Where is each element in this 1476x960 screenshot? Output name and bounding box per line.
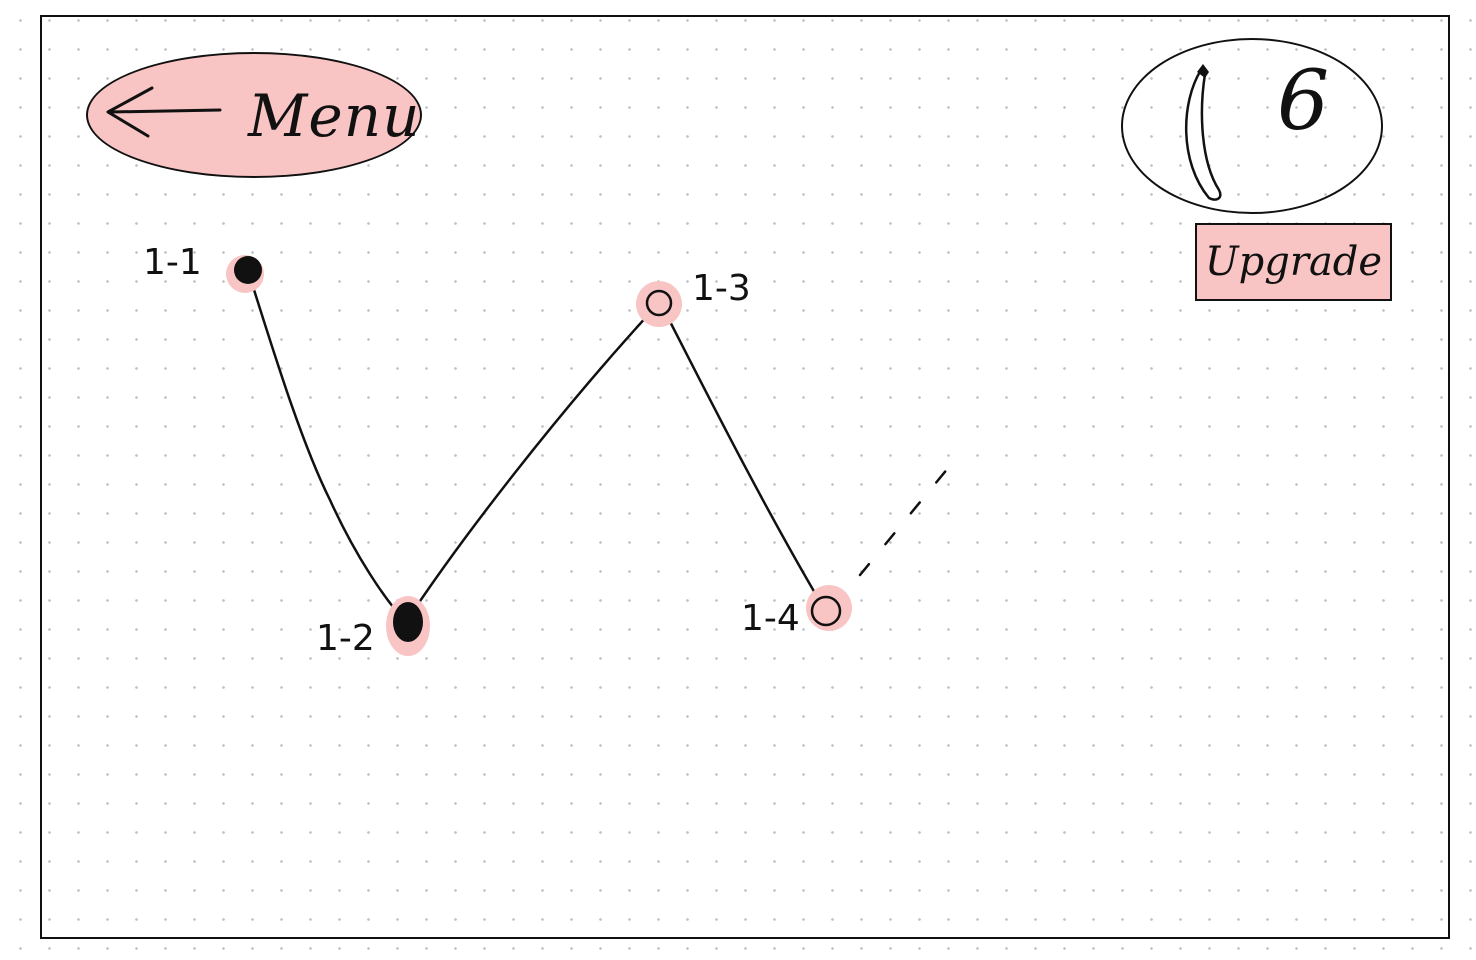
level-node-1-2[interactable] <box>386 596 430 656</box>
currency-value: 6 <box>1277 54 1330 149</box>
level-label-1-4: 1-4 <box>741 598 800 639</box>
level-node-1-4[interactable] <box>806 585 852 631</box>
menu-label: Menu <box>248 82 421 150</box>
upgrade-button[interactable]: Upgrade <box>1195 223 1392 301</box>
level-label-1-3: 1-3 <box>692 268 751 309</box>
path-continuation <box>858 454 960 577</box>
currency-counter: 6 <box>1121 38 1383 214</box>
game-frame <box>40 15 1450 939</box>
path-segment <box>404 301 661 623</box>
menu-button[interactable]: Menu <box>86 52 422 178</box>
banana-icon <box>1184 64 1222 201</box>
path-segment <box>658 301 824 606</box>
level-node-1-3[interactable] <box>636 281 682 327</box>
path-segment <box>247 273 407 623</box>
arrow-left-icon <box>106 86 222 138</box>
level-node-1-1[interactable] <box>226 255 264 293</box>
level-label-1-1: 1-1 <box>143 242 202 283</box>
level-label-1-2: 1-2 <box>316 618 375 659</box>
